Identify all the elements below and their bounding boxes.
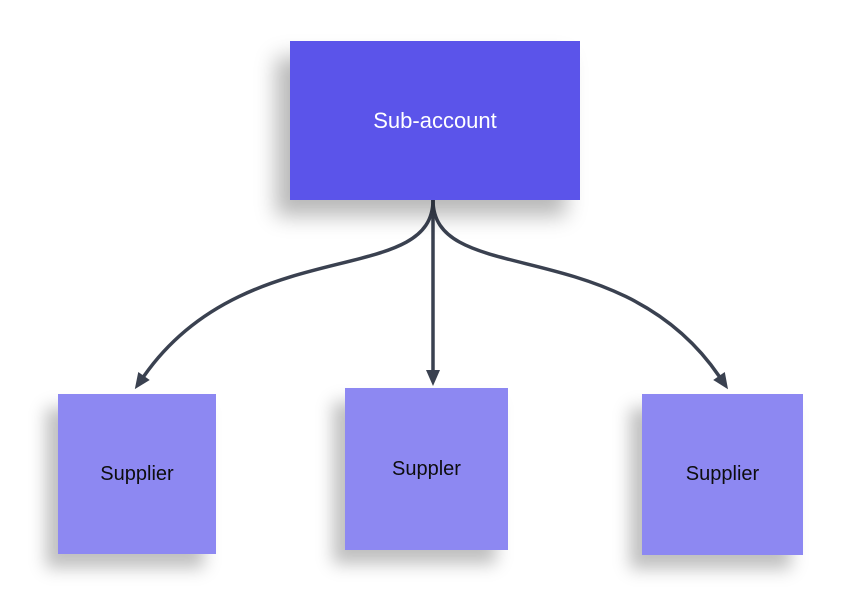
node-supplier-1[interactable]: Supplier [58,394,216,554]
node-sub-account[interactable]: Sub-account [290,41,580,200]
connector-root-to-supplier-1[interactable] [134,198,435,390]
node-sub-account-label: Sub-account [373,107,497,133]
connector-root-to-supplier-3[interactable] [431,198,729,390]
node-supplier-1-label: Supplier [100,462,174,485]
node-supplier-2-label: Suppler [392,457,461,480]
node-supplier-3-label: Supplier [685,463,760,485]
node-supplier-3[interactable]: Supplier [642,394,803,555]
node-supplier-2[interactable]: Suppler [345,388,508,550]
